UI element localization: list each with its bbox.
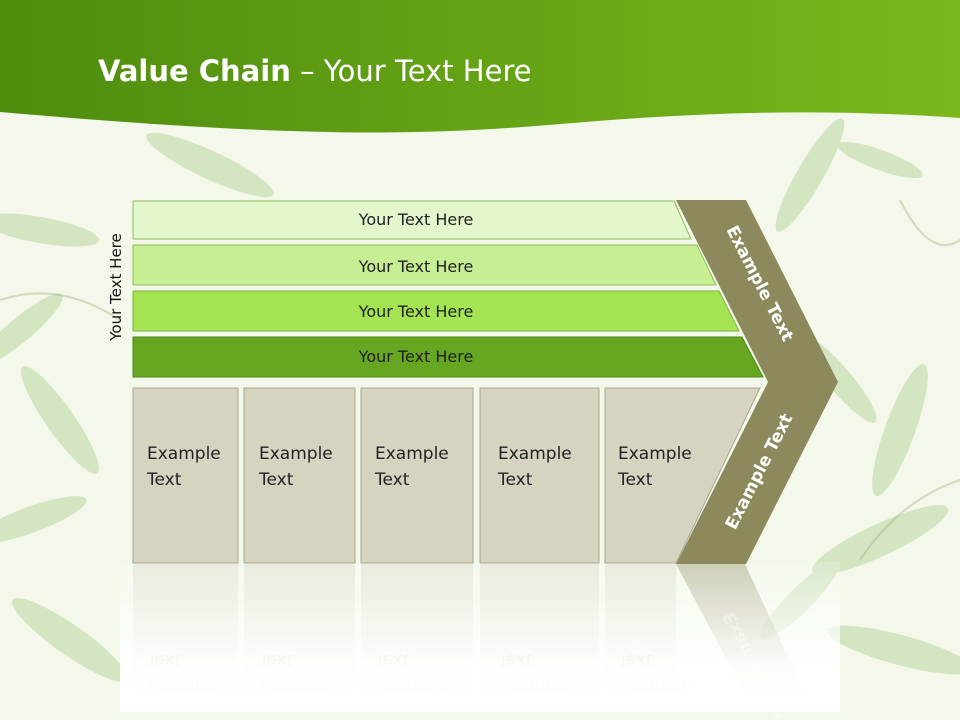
box-5 — [604, 387, 761, 564]
box-4 — [479, 387, 600, 564]
bar-1 — [132, 200, 692, 240]
box-1 — [132, 387, 239, 564]
box-1-line2: Text — [146, 470, 182, 490]
slide-title: Value Chain – Your Text Here — [98, 54, 532, 88]
bar-4 — [132, 336, 764, 378]
box-1-line1: Example — [147, 444, 221, 464]
box-2 — [243, 387, 356, 564]
box-3-line2: Text — [374, 470, 410, 490]
box-5-line2: Text — [617, 470, 653, 490]
box-3 — [360, 387, 474, 564]
bar-2 — [132, 244, 717, 286]
box-2-line1: Example — [259, 444, 333, 464]
header-band — [0, 0, 960, 133]
box-4-line1: Example — [498, 444, 572, 464]
bar-4-label: Your Text Here — [358, 347, 474, 366]
bar-3 — [132, 290, 740, 332]
bars: Your Text Here Your Text Here Your Text … — [132, 200, 764, 378]
bar-2-label: Your Text Here — [358, 257, 474, 276]
title-bold: Value Chain — [98, 54, 291, 88]
box-5-line1: Example — [618, 444, 692, 464]
bar-3-label: Your Text Here — [358, 302, 474, 321]
box-4-line2: Text — [497, 470, 533, 490]
title-rest: – Your Text Here — [290, 54, 532, 88]
box-3-line1: Example — [375, 444, 449, 464]
box-2-line2: Text — [258, 470, 294, 490]
bar-1-label: Your Text Here — [358, 210, 474, 229]
boxes: Example Text Example Text Example Text E… — [132, 387, 761, 564]
